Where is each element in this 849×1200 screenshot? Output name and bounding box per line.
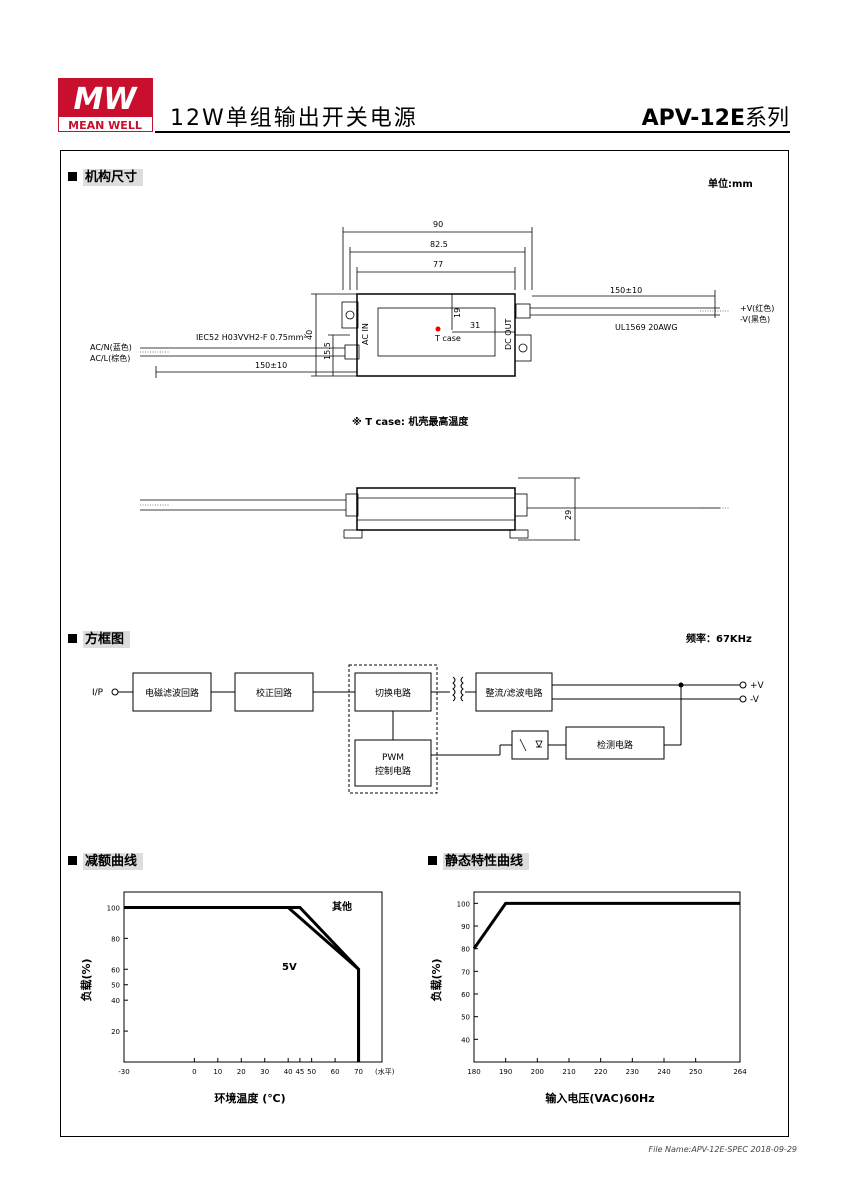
model-name: APV-12E系列 [641,106,789,131]
content-frame [60,150,789,1137]
st-ytick: 70 [461,968,470,976]
dim-15-5: 15.5 [323,342,332,360]
dim-150-out: 150±10 [610,286,642,295]
st-ytick: 80 [461,946,470,954]
st-xtick: 180 [467,1068,480,1076]
unit-note: 单位:mm [708,179,753,190]
der-xtick: 20 [237,1068,246,1076]
st-xtick: 210 [562,1068,575,1076]
emi-filter-block: 电磁滤波回路 [145,687,199,699]
acn-label: AC/N(蓝色) [90,342,132,352]
dim-90: 90 [433,220,443,229]
detection-block: 检测电路 [597,739,633,751]
output-rectifier-block: 整流/滤波电路 [485,687,542,699]
static-xlabel: 输入电压(VAC)60Hz [545,1091,654,1105]
static-chart: 100 90 80 70 60 50 40 180 190 200 210 220 230 240 250… [429,891,747,1105]
der-ytick: 80 [111,935,120,943]
der-ytick: 60 [111,966,120,974]
section-static: 静态特性曲线 [428,850,530,870]
st-xtick: 240 [657,1068,670,1076]
st-xtick: 190 [499,1068,512,1076]
st-xtick: 230 [626,1068,639,1076]
dim-82-5: 82.5 [430,240,448,249]
der-ytick: 40 [111,997,120,1005]
dim-40: 40 [305,330,314,340]
page-title: 12W单组输出开关电源 [170,106,418,131]
switching-block: 切换电路 [375,687,411,699]
vminus-output-label: -V [750,695,760,705]
der-xtick: 45 [295,1068,304,1076]
der-xtick: -30 [118,1068,129,1076]
label-5v: 5V [282,962,297,973]
dim-77: 77 [433,260,443,269]
der-xtick: 0 [192,1068,196,1076]
dim-29: 29 [564,510,573,520]
der-series-line-1 [124,905,361,1062]
mechanical-drawing: 90 82.5 77 150±10 150±10 40 15.5 19 31 2… [90,220,774,541]
logo-brand: MEAN WELL [68,119,142,132]
section-block-diagram: 方框图 [68,628,131,648]
dim-31: 31 [470,321,480,330]
file-name-footer: File Name:APV-12E-SPEC 2018-09-29 [648,1145,797,1154]
vminus-label: -V(黑色) [740,314,770,324]
st-ytick: 50 [461,1014,470,1022]
derating-xlabel: 环境温度 (℃) [214,1091,285,1105]
ip-label: I/P [92,688,104,698]
pwm-block-line1: PWM [382,753,404,763]
der-series-line-0 [124,905,361,1062]
mean-well-logo: MW MEAN WELL [57,78,154,133]
der-ytick: 100 [107,904,120,912]
dc-out-label: DC OUT [504,319,513,350]
der-xtick: 30 [260,1068,269,1076]
cable-out-spec: UL1569 20AWG [615,323,678,332]
tcase-note: ※ T case: 机壳最高温度 [352,415,469,428]
label-other: 其他 [332,900,352,913]
header-rule [155,131,790,133]
st-ytick: 100 [457,900,470,908]
st-xtick: 200 [531,1068,544,1076]
vplus-label: +V(红色) [740,303,774,313]
der-xtick: 50 [307,1068,316,1076]
section-mechanical: 机构尺寸 [68,166,144,186]
acl-label: AC/L(棕色) [90,353,130,363]
derating-x-unit: (水平) [375,1067,395,1076]
static-ylabel: 负载(%) [429,958,443,1001]
st-ytick: 60 [461,991,470,999]
ac-in-label: AC IN [361,323,370,345]
frequency-note: 频率：67KHz [686,634,752,645]
tcase-label: T case [434,334,461,343]
logo-mark: MW [74,82,139,117]
st-xtick: 250 [689,1068,702,1076]
section-derating: 减额曲线 [68,850,144,870]
cable-in-spec: IEC52 H03VVH2-F 0.75mm² [196,333,307,342]
pwm-block-line2: 控制电路 [375,765,411,777]
st-xtick: 220 [594,1068,607,1076]
derating-ylabel: 负载(%) [79,958,93,1001]
block-diagram: I/P 电磁滤波回路 校正回路 切换电路 整流/滤波电路 检测电路 PWM 控制… [92,664,765,794]
der-xtick: 70 [354,1068,363,1076]
der-ytick: 50 [111,982,120,990]
st-ytick: 40 [461,1036,470,1044]
der-xtick: 60 [331,1068,340,1076]
st-ytick: 90 [461,923,470,931]
der-ytick: 20 [111,1028,120,1036]
der-xtick: 40 [284,1068,293,1076]
st-xtick: 264 [733,1068,747,1076]
vplus-output-label: +V [750,681,765,691]
dim-150-in: 150±10 [255,361,287,370]
rectifier-block: 校正回路 [256,687,292,699]
st-series-line-0 [472,901,740,950]
der-xtick: 10 [213,1068,222,1076]
dim-19: 19 [453,308,462,318]
